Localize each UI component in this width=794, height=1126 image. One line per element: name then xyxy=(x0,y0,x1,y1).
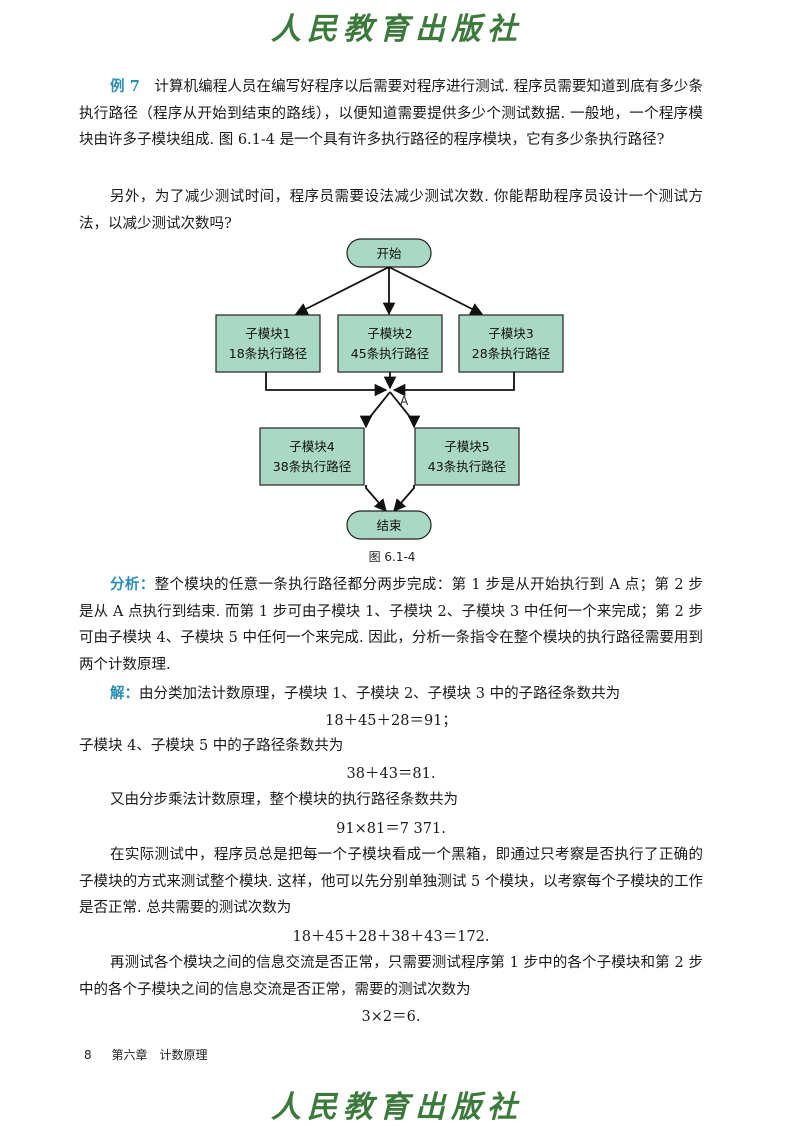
module-5-box xyxy=(414,427,520,486)
solution-paragraph-4: 在实际测试中，程序员总是把每一个子模块看成一个黑箱，即通过只考察是否执行了正确的… xyxy=(79,847,703,916)
formula-3: 91×81＝7 371. xyxy=(336,821,446,837)
module-4-paths: 38条执行路径 xyxy=(273,459,351,474)
edge-a-module5 xyxy=(389,391,421,429)
edge-module1-a xyxy=(265,372,388,397)
analysis-label: 分析： xyxy=(110,576,155,593)
solution-label: 解： xyxy=(110,685,139,702)
end-node xyxy=(346,510,432,540)
module-2-box xyxy=(337,314,443,373)
module-2-name: 子模块2 xyxy=(367,326,412,341)
module-3-name: 子模块3 xyxy=(488,326,533,341)
edge-module5-end xyxy=(393,485,415,512)
formula-2: 38＋43＝81. xyxy=(346,766,436,782)
edge-module3-a xyxy=(392,372,515,397)
module-3-box xyxy=(458,314,564,373)
example-question: 另外，为了减少测试时间，程序员需要设法减少测试次数. 你能帮助程序员设计一个测试… xyxy=(79,189,703,232)
analysis-text: 整个模块的任意一条执行路径都分两步完成：第 1 步是从开始执行到 A 点；第 2… xyxy=(79,577,704,673)
module-2-paths: 45条执行路径 xyxy=(351,346,429,361)
example-paragraph: 例 7 计算机编程人员在编写好程序以后需要对程序进行测试. 程序员需要知道到底有… xyxy=(79,74,703,154)
module-4-box xyxy=(259,427,365,486)
figure-caption: 图 6.1-4 xyxy=(369,550,416,564)
solution-paragraph-1: 解：由分类加法计数原理，子模块 1、子模块 2、子模块 3 中的子路径条数共为 xyxy=(79,681,703,708)
edge-module4-end xyxy=(365,485,387,512)
example-label: 例 7 xyxy=(110,78,140,95)
publisher-logo-bottom: 人民教育出版社 xyxy=(271,1090,523,1125)
module-1-box xyxy=(215,314,321,373)
end-label: 结束 xyxy=(376,518,402,533)
publisher-logo-top: 人民教育出版社 xyxy=(271,12,523,47)
page-footer: 8 第六章 计数原理 xyxy=(84,1046,207,1063)
solution-paragraph-2: 子模块 4、子模块 5 中的子路径条数共为 xyxy=(79,738,344,754)
formula-5: 3×2＝6. xyxy=(361,1009,421,1025)
point-a-label: A xyxy=(400,394,409,408)
edge-a-module4 xyxy=(359,391,391,429)
module-5-paths: 43条执行路径 xyxy=(428,459,506,474)
page-number: 8 xyxy=(84,1048,92,1062)
formula-4: 18＋45＋28＋38＋43＝172. xyxy=(292,929,490,945)
solution-paragraph-3: 又由分步乘法计数原理，整个模块的执行路径条数共为 xyxy=(110,792,458,808)
module-1-name: 子模块1 xyxy=(245,326,290,341)
chapter-title: 第六章 计数原理 xyxy=(111,1048,208,1062)
module-4-name: 子模块4 xyxy=(289,439,335,454)
solution-paragraph-5: 再测试各个模块之间的信息交流是否正常，只需要测试程序第 1 步中的各个子模块和第… xyxy=(79,955,703,998)
analysis-paragraph: 分析：整个模块的任意一条执行路径都分两步完成：第 1 步是从开始执行到 A 点；… xyxy=(79,572,703,678)
module-1-paths: 18条执行路径 xyxy=(229,346,307,361)
flowchart-diagram: 开始 子模块1 18条执行路径 子模块2 45条执行路径 子模块3 28条执行路… xyxy=(215,238,564,564)
module-3-paths: 28条执行路径 xyxy=(472,346,550,361)
start-label: 开始 xyxy=(376,246,402,261)
example-text: 计算机编程人员在编写好程序以后需要对程序进行测试. 程序员需要知道到底有多少条执… xyxy=(79,79,704,148)
module-5-name: 子模块5 xyxy=(444,439,489,454)
formula-1: 18＋45＋28＝91； xyxy=(325,713,457,729)
edge-start-module3 xyxy=(388,266,484,315)
solution-text-1: 由分类加法计数原理，子模块 1、子模块 2、子模块 3 中的子路径条数共为 xyxy=(139,686,621,702)
edge-start-module1 xyxy=(294,266,390,315)
